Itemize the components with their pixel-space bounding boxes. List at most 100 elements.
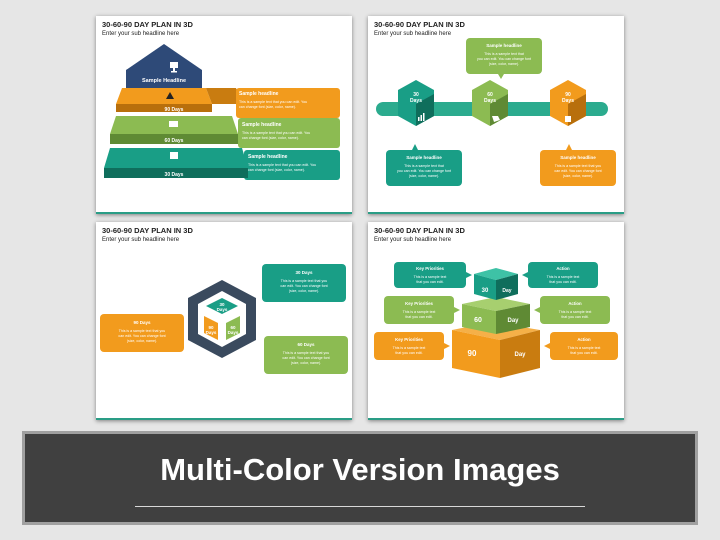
svg-text:(size, color, name).: (size, color, name).	[289, 289, 319, 293]
level-60-body-1: This is a sample text that you can edit.…	[242, 131, 310, 135]
svg-text:(size, color, name).: (size, color, name).	[563, 174, 593, 178]
svg-text:you can edit. You can change f: you can edit. You can change font	[397, 169, 451, 173]
level-30-panel	[244, 150, 340, 180]
level-90-panel	[236, 88, 340, 118]
svg-text:60: 60	[230, 325, 236, 330]
svg-text:Key Priorities: Key Priorities	[395, 337, 423, 342]
svg-text:30: 30	[482, 288, 489, 294]
svg-text:that you can edit.: that you can edit.	[570, 351, 597, 355]
tier-60: 60 Day	[462, 297, 530, 334]
svg-text:60: 60	[474, 317, 482, 324]
slide-title: 30-60-90 DAY PLAN IN 3D	[374, 20, 465, 29]
slide-title: 30-60-90 DAY PLAN IN 3D	[102, 20, 193, 29]
face-60	[226, 316, 240, 340]
briefcase-icon	[170, 152, 178, 159]
slide-thumbnail-1[interactable]: 30-60-90 DAY PLAN IN 3D Enter your sub h…	[96, 16, 352, 214]
svg-text:can edit. You can change font: can edit. You can change font	[118, 334, 165, 338]
house-roof	[126, 44, 202, 70]
svg-text:Days: Days	[484, 98, 496, 104]
slide-thumbnail-3[interactable]: 30-60-90 DAY PLAN IN 3D Enter your sub h…	[96, 222, 352, 420]
action-3: Action This is a sample text that you ca…	[544, 332, 618, 360]
house-label: Sample Headline	[142, 78, 186, 84]
slide-subtitle: Enter your sub headline here	[374, 237, 452, 243]
svg-text:you can edit. You can change f: you can edit. You can change font	[477, 57, 531, 61]
svg-text:(size, color, name).: (size, color, name).	[489, 62, 519, 66]
level-90-heading: Sample headline	[239, 91, 279, 97]
svg-text:Day: Day	[502, 288, 511, 294]
svg-text:Action: Action	[577, 337, 591, 342]
svg-text:This is a sample text that you: This is a sample text that you	[281, 279, 328, 283]
house-body	[126, 70, 202, 88]
svg-text:This is a sample text: This is a sample text	[393, 346, 426, 350]
svg-text:Key Priorities: Key Priorities	[405, 301, 433, 306]
bar-chart-icon	[418, 113, 425, 121]
svg-text:Action: Action	[568, 301, 582, 306]
callout-top: Sample headline This is a sample text th…	[466, 38, 542, 79]
svg-text:can edit. You can change font: can edit. You can change font	[554, 169, 601, 173]
trophy-icon	[170, 62, 178, 73]
hollow-cube-graphic: 30 Days 90 Days 60 Days 30 Days This is …	[100, 264, 348, 374]
level-60-panel	[238, 118, 340, 148]
svg-text:Day: Day	[507, 318, 519, 324]
warning-icon	[166, 92, 174, 99]
level-30-body-2: can change font (size, color, name).	[248, 168, 305, 172]
svg-text:(size, color, name).: (size, color, name).	[409, 174, 439, 178]
svg-text:30 Days: 30 Days	[295, 270, 313, 275]
svg-text:that you can edit.: that you can edit.	[395, 351, 422, 355]
level-90-block	[116, 88, 212, 104]
svg-text:90: 90	[565, 92, 571, 98]
cube-30: 30 Days	[398, 80, 434, 126]
svg-text:This is a sample text: This is a sample text	[547, 275, 580, 279]
svg-text:30: 30	[219, 302, 225, 307]
svg-text:60 Days: 60 Days	[297, 342, 315, 347]
svg-text:This is a sample text: This is a sample text	[403, 310, 436, 314]
svg-text:Days: Days	[410, 98, 422, 104]
key-priorities-1: Key Priorities This is a sample text tha…	[394, 262, 472, 288]
svg-text:90: 90	[208, 325, 214, 330]
slide-subtitle: Enter your sub headline here	[374, 31, 452, 37]
banner-underline	[135, 506, 585, 507]
svg-text:Day: Day	[514, 352, 526, 358]
svg-text:(size, color, name).: (size, color, name).	[127, 339, 157, 343]
svg-text:can edit. You can change font: can edit. You can change font	[280, 284, 327, 288]
svg-text:that you can edit.: that you can edit.	[416, 280, 443, 284]
key-priorities-2: Key Priorities This is a sample text tha…	[384, 296, 460, 324]
slide-thumbnail-4[interactable]: 30-60-90 DAY PLAN IN 3D Enter your sub h…	[368, 222, 624, 420]
svg-text:Days: Days	[217, 307, 228, 312]
svg-text:Days: Days	[206, 330, 217, 335]
face-90	[204, 316, 218, 340]
envelope-icon	[169, 121, 178, 127]
banner-title: Multi-Color Version Images	[160, 452, 560, 487]
svg-text:30: 30	[413, 92, 419, 98]
level-90-body-2: can change font (size, color, name).	[239, 105, 296, 109]
tier-30: 30 Day	[474, 268, 518, 300]
svg-text:This is a sample text that: This is a sample text that	[404, 164, 444, 168]
svg-text:60: 60	[487, 92, 493, 98]
svg-text:This is a sample text that you: This is a sample text that you	[119, 329, 166, 333]
level-30-body-1: This is a sample text that you can edit.…	[248, 163, 316, 167]
svg-text:This is a sample text that you: This is a sample text that you	[283, 351, 330, 355]
svg-text:can edit. You can change font: can edit. You can change font	[282, 356, 329, 360]
box-90-days: 90 Days This is a sample text that you c…	[100, 314, 184, 352]
level-30-heading: Sample headline	[248, 154, 288, 160]
cube-60: 60 Days	[472, 80, 508, 126]
book-icon	[565, 116, 571, 122]
svg-text:This is a sample text: This is a sample text	[414, 275, 447, 279]
level-60-days: 60 Days	[165, 138, 184, 144]
svg-text:(size, color, name).: (size, color, name).	[291, 361, 321, 365]
action-1: Action This is a sample text that you ca…	[522, 262, 598, 288]
svg-text:Days: Days	[228, 330, 239, 335]
level-30-days: 30 Days	[165, 172, 184, 178]
slide-title: 30-60-90 DAY PLAN IN 3D	[374, 226, 465, 235]
svg-text:This is a sample text: This is a sample text	[559, 310, 592, 314]
slide-title: 30-60-90 DAY PLAN IN 3D	[102, 226, 193, 235]
slide-thumbnail-2[interactable]: 30-60-90 DAY PLAN IN 3D Enter your sub h…	[368, 16, 624, 214]
svg-text:Sample headline: Sample headline	[560, 155, 596, 160]
cube-90: 90 Days	[550, 80, 586, 126]
cube-timeline-graphic: 30 Days 60 Days 90 Days	[376, 38, 616, 186]
tag-icon	[492, 116, 500, 122]
callout-left: Sample headline This is a sample text th…	[386, 144, 462, 186]
level-60-body-2: can change font (size, color, name).	[242, 136, 299, 140]
level-90-days: 90 Days	[165, 107, 184, 113]
callout-right: Sample headline This is a sample text th…	[540, 144, 616, 186]
